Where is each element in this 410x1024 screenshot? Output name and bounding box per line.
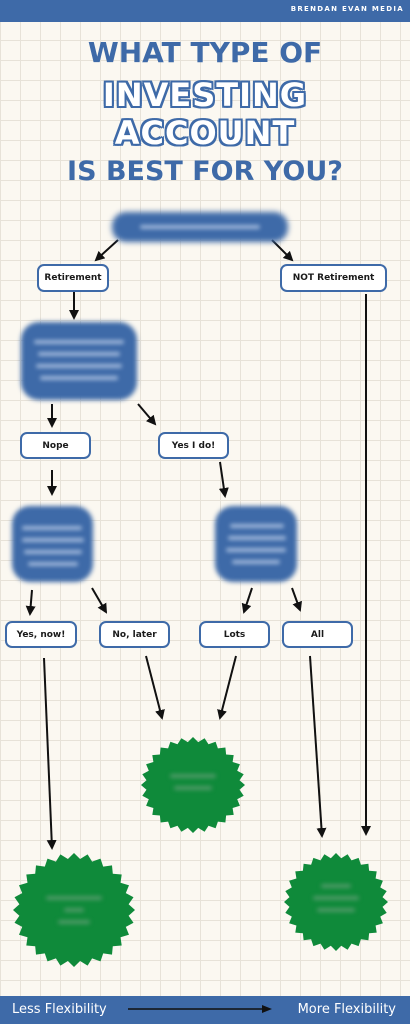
top-banner: BRENDAN EVAN MEDIA [0,0,410,22]
node-lots: Lots [199,621,270,648]
arrow-right-q-to-lots [241,587,253,614]
blurred-text [226,548,286,552]
flexibility-scale: Less Flexibility More Flexibility [0,996,410,1024]
arrow-left-q-to-no-later [91,587,108,614]
node-all: All [282,621,353,648]
blurred-text [22,538,84,542]
arrow-to-not-retirement [271,239,294,262]
blurred-text [36,364,122,368]
arrow-no-later-down [145,655,165,720]
arrow-yes-now-down [43,657,57,850]
node-yes-now: Yes, now! [5,621,77,648]
blurred-text [232,560,280,564]
badge-shape [141,737,245,833]
blurred-text [228,536,286,540]
more-flexibility-label: More Flexibility [297,1002,396,1017]
result-badge-left [12,852,136,968]
question-box-retirement [21,322,137,400]
blurred-text [140,736,246,834]
node-no-later: No, later [99,621,170,648]
node-yes-i-do: Yes I do! [158,432,229,459]
badge-shape [284,853,388,951]
arrow-right-q-to-all [291,587,302,612]
arrow-yes-down [218,461,229,498]
brand-name: BRENDAN EVAN MEDIA [290,5,404,13]
blurred-text [12,852,136,968]
blurred-text [283,852,389,952]
blurred-text [230,524,284,528]
blurred-text [22,526,82,530]
blurred-text [40,376,118,380]
title-line-2: INVESTING [102,76,308,114]
blurred-text [24,550,82,554]
blurred-text [28,562,78,566]
arrow-question-to-yes [137,403,157,426]
result-badge-middle [140,736,246,834]
node-not-retirement: NOT Retirement [280,264,387,292]
arrow-all-down [309,655,327,838]
node-retirement: Retirement [37,264,109,292]
arrow-to-retirement [94,239,119,262]
blurred-text [140,225,260,229]
title-line-4: IS BEST FOR YOU? [67,156,343,187]
arrow-right-icon [128,1005,272,1013]
arrow-lots-down [217,655,237,720]
title-line-1: WHAT TYPE OF [87,36,323,69]
node-nope: Nope [20,432,91,459]
question-box-right [215,506,297,582]
blurred-text [38,352,120,356]
less-flexibility-label: Less Flexibility [12,1002,107,1017]
arrow-left-q-to-yes-now [25,589,36,616]
title-line-3: ACCOUNT [114,114,296,152]
question-box-left [12,506,93,582]
result-badge-right [283,852,389,952]
blurred-text [34,340,124,344]
